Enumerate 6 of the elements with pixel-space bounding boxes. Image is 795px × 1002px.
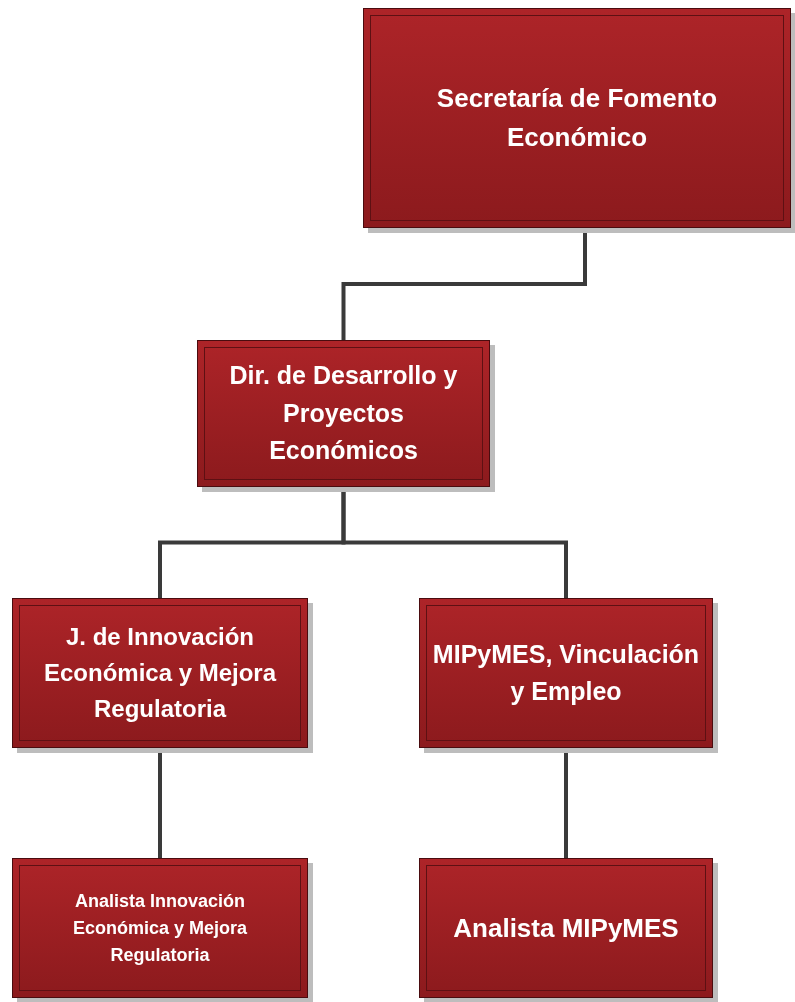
box-title: Analista MIPyMES (453, 911, 679, 945)
box-title: Dir. de Desarrollo y Proyectos Económicos (228, 360, 459, 467)
box-title: MIPyMES, Vinculación y Empleo (432, 638, 700, 707)
box-title: J. de Innovación Económica y Mejora Regulatoria (42, 622, 278, 724)
box-title: Secretaría de Fomento Económico (435, 82, 719, 154)
box-title: Analista Innovación Económica y Mejora Regulatoria (71, 889, 249, 967)
